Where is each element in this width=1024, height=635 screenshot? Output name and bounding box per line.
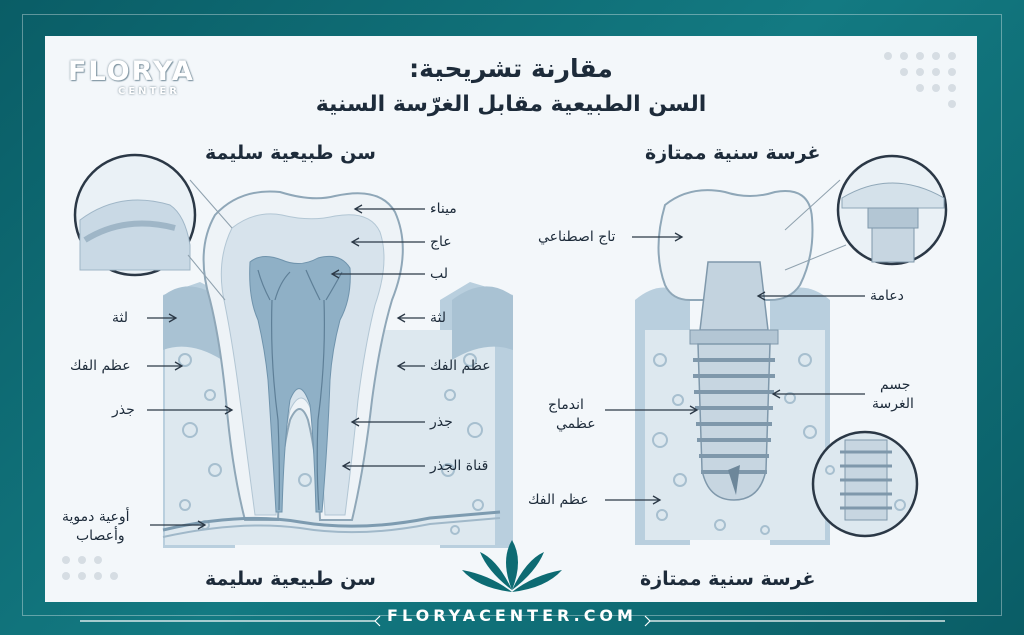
title-line-1: مقارنة تشريحية: bbox=[409, 54, 613, 83]
natural-leader-lines bbox=[147, 204, 425, 530]
florya-logo: FLORYA bbox=[68, 56, 195, 87]
gum-surface bbox=[163, 286, 222, 360]
decorative-dots bbox=[62, 52, 956, 580]
label-jaw-left: عظم الفك bbox=[70, 358, 131, 374]
implant-header-top: غرسة سنية ممتازة bbox=[645, 142, 821, 164]
natural-header-bottom: سن طبيعية سليمة bbox=[205, 568, 376, 590]
label-body-1: جسم bbox=[880, 377, 911, 393]
label-implant-jaw: عظم الفك bbox=[528, 492, 589, 508]
label-abutment: دعامة bbox=[870, 288, 904, 304]
label-root-canal: قناة الجذر bbox=[430, 458, 489, 474]
label-vessels-1: أوعية دموية bbox=[62, 509, 130, 525]
footer-arrows bbox=[80, 615, 945, 627]
label-osseo-2: عظمي bbox=[556, 416, 596, 432]
bone-pores-right bbox=[652, 353, 817, 535]
title-line-2: السن الطبيعية مقابل الغرّسة السنية bbox=[315, 92, 707, 117]
gum-surface-right bbox=[452, 286, 513, 360]
natural-tooth-diagram bbox=[73, 153, 513, 548]
label-root-right: جذر bbox=[430, 414, 453, 430]
label-osseo-1: اندماج bbox=[548, 397, 584, 413]
label-gum-right: لثة bbox=[430, 310, 446, 326]
label-crown: تاج اصطناعي bbox=[538, 229, 616, 245]
lotus-logo-icon bbox=[462, 540, 562, 592]
label-pulp: لب bbox=[430, 266, 449, 282]
blood-vessels bbox=[162, 510, 501, 532]
implant-threads bbox=[693, 358, 775, 474]
implant-diagram bbox=[605, 154, 948, 545]
footer-url[interactable]: FLORYACENTER.COM bbox=[387, 606, 637, 625]
florya-logo-sub: CENTER bbox=[118, 86, 180, 97]
label-enamel: ميناء bbox=[430, 201, 457, 217]
label-root-left: جذر bbox=[112, 402, 135, 418]
label-body-2: الغرسة bbox=[872, 396, 914, 412]
implant-header-bottom: غرسة سنية ممتازة bbox=[640, 568, 816, 590]
nerve-branches bbox=[257, 269, 343, 511]
label-vessels-2: وأعصاب bbox=[76, 528, 125, 544]
pulp-chamber bbox=[249, 255, 351, 513]
label-gum-left: لثة bbox=[112, 310, 128, 326]
implant-leader-lines bbox=[605, 232, 865, 505]
label-dentin: عاج bbox=[430, 234, 452, 250]
label-jaw-right: عظم الفك bbox=[430, 358, 491, 374]
natural-header-top: سن طبيعية سليمة bbox=[205, 142, 376, 164]
